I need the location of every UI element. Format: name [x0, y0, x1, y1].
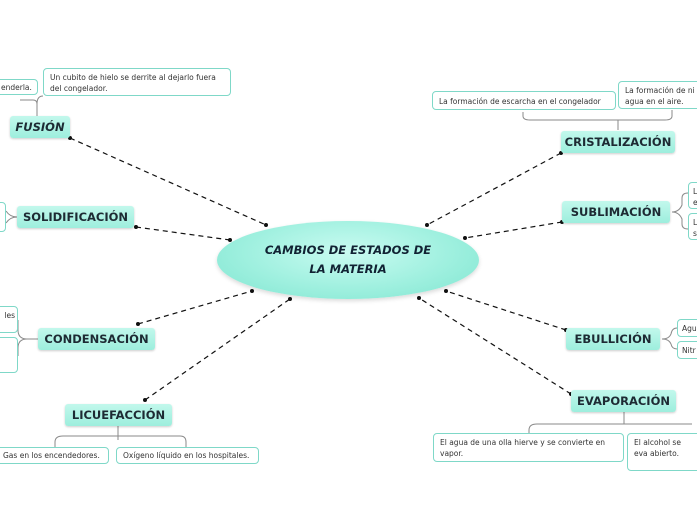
bracket-sublimacion	[671, 192, 689, 230]
node-cristalizacion[interactable]: CRISTALIZACIÓN	[561, 131, 675, 153]
example-condensacion-1[interactable]: les	[0, 306, 18, 333]
example-condensacion-2[interactable]	[0, 337, 18, 373]
example-cristalizacion-2[interactable]: La formación de ni agua en el aire.	[618, 81, 697, 109]
example-ebullicion-2[interactable]: Nitr	[677, 341, 697, 359]
bracket-fusion	[20, 95, 44, 116]
bracket-solidificacion	[5, 210, 18, 224]
example-solidificacion-1[interactable]	[0, 202, 6, 232]
bracket-licuefaccion	[54, 426, 187, 448]
bracket-ebullicion	[661, 327, 678, 350]
node-solidificacion[interactable]: SOLIDIFICACIÓN	[17, 206, 134, 228]
central-topic[interactable]: CAMBIOS DE ESTADOS DE LA MATERIA	[217, 221, 479, 299]
node-sublimacion[interactable]: SUBLIMACIÓN	[562, 201, 670, 223]
edge-licuefaccion	[144, 298, 291, 401]
example-sublimacion-2[interactable]: L s	[688, 213, 697, 240]
edge-solidificacion	[135, 226, 231, 241]
edge-condensacion	[137, 290, 253, 325]
example-licuefaccion-1[interactable]: Gas en los encendedores.	[0, 447, 109, 464]
edge-ebullicion	[445, 290, 567, 331]
bracket-cristalizacion	[522, 110, 673, 130]
example-evaporacion-1[interactable]: El agua de una olla hierve y se conviert…	[433, 433, 624, 462]
example-cristalizacion-1[interactable]: La formación de escarcha en el congelado…	[432, 91, 616, 110]
example-sublimacion-1[interactable]: L e	[688, 182, 697, 209]
node-evaporacion[interactable]: EVAPORACIÓN	[571, 390, 676, 412]
node-ebullicion[interactable]: EBULLICIÓN	[566, 328, 660, 350]
example-ebullicion-1[interactable]: Agu	[677, 319, 697, 337]
example-evaporacion-2[interactable]: El alcohol se eva abierto.	[627, 433, 697, 471]
example-fusion-2[interactable]: Un cubito de hielo se derrite al dejarlo…	[43, 68, 231, 96]
node-fusion[interactable]: FUSIÓN	[10, 116, 70, 138]
node-licuefaccion[interactable]: LICUEFACCIÓN	[65, 404, 172, 426]
node-condensacion[interactable]: CONDENSACIÓN	[38, 328, 155, 350]
example-licuefaccion-2[interactable]: Oxígeno líquido en los hospitales.	[116, 447, 259, 464]
edge-sublimacion	[464, 221, 563, 239]
edge-cristalizacion	[426, 152, 562, 226]
example-fusion-1[interactable]: enderla.	[0, 79, 38, 95]
edge-evaporacion	[418, 297, 572, 395]
bracket-evaporacion	[528, 412, 692, 433]
bracket-condensacion	[17, 320, 38, 356]
central-topic-title: CAMBIOS DE ESTADOS DE LA MATERIA	[264, 243, 432, 276]
